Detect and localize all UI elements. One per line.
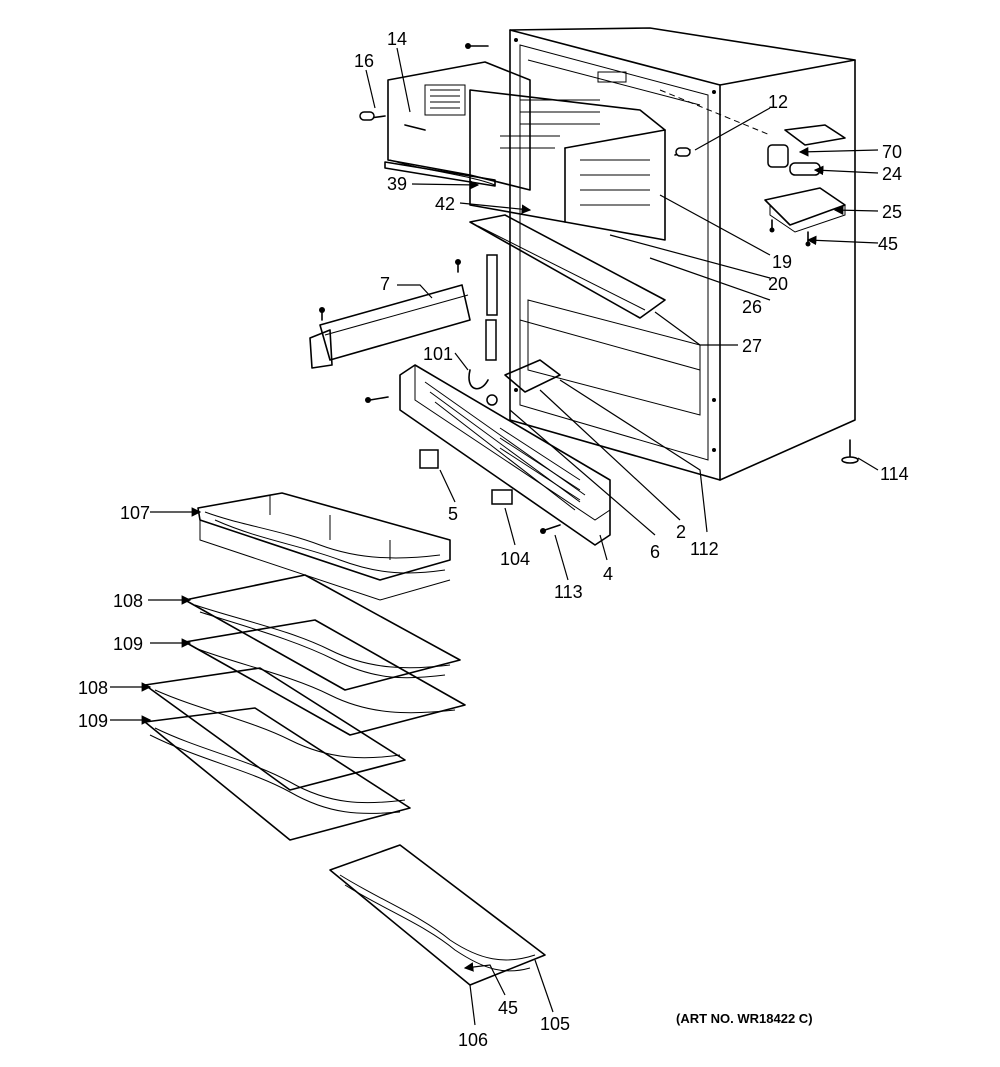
callout-109-lower: 109 [78,711,108,731]
callout-39: 39 [387,174,407,194]
callout-108-upper: 108 [113,591,143,611]
screws [319,43,859,534]
drip-tray [469,214,666,319]
callout-labels: 14 16 12 70 24 39 42 25 19 45 20 7 26 27… [78,29,909,1050]
art-number: (ART NO. WR18422 C) [676,1011,813,1026]
callout-108-lower: 108 [78,678,108,698]
callout-14: 14 [387,29,407,49]
callout-12: 12 [768,92,788,112]
callout-4: 4 [603,564,613,584]
callout-16: 16 [354,51,374,71]
callout-7: 7 [380,274,390,294]
callout-105: 105 [540,1014,570,1034]
callout-42: 42 [435,194,455,214]
evaporator-assembly [384,61,666,241]
callout-26: 26 [742,297,762,317]
callout-113: 113 [554,582,583,602]
callout-106: 106 [458,1030,488,1050]
callout-20: 20 [768,274,788,294]
callout-45-top: 45 [878,234,898,254]
cabinet [509,27,856,481]
callout-45-bottom: 45 [498,998,518,1018]
callout-2: 2 [676,522,686,542]
callout-24: 24 [882,164,902,184]
callout-112: 112 [690,539,719,559]
callout-114: 114 [880,464,909,484]
front-grille [399,364,611,546]
callout-101: 101 [423,344,453,364]
drain-tubes [468,254,498,390]
callout-107: 107 [120,503,150,523]
callout-6: 6 [650,542,660,562]
callout-27: 27 [742,336,762,356]
callout-25: 25 [882,202,902,222]
callout-109-upper: 109 [113,634,143,654]
callout-70: 70 [882,142,902,162]
callout-19: 19 [772,252,792,272]
callout-5: 5 [448,504,458,524]
control-parts [419,359,561,505]
wine-racks [144,492,546,986]
callout-104: 104 [500,549,530,569]
bracket-7 [309,284,471,369]
leader-lines [110,47,879,1026]
light-parts [764,124,846,233]
